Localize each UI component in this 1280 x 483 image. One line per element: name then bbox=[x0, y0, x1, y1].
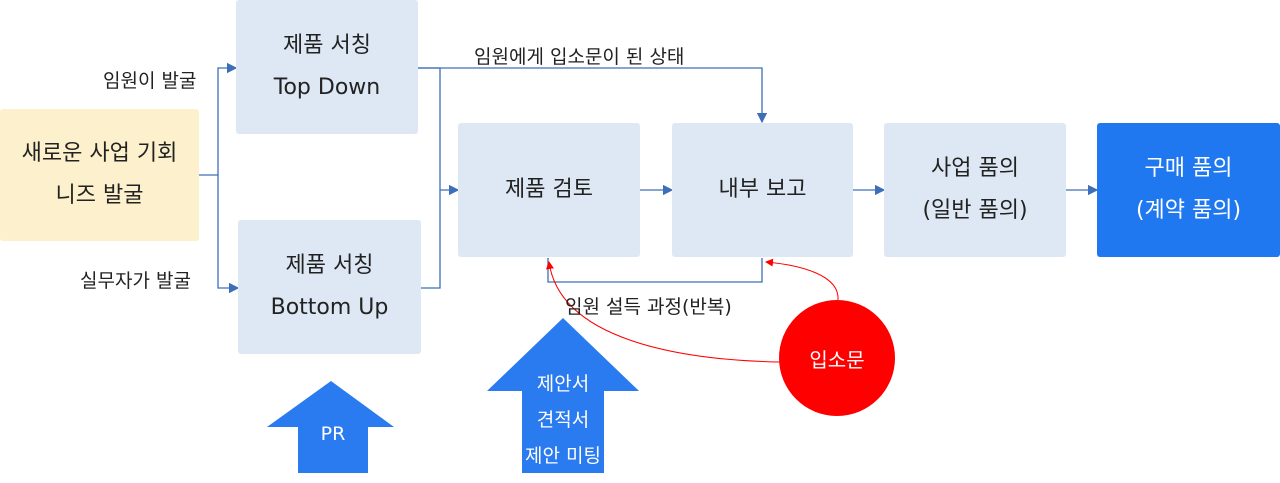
new-opportunity-line2: 니즈 발굴 bbox=[55, 183, 144, 208]
business-approval-line1: 사업 품의 bbox=[931, 156, 1019, 181]
edge-persuasion-loop bbox=[547, 258, 763, 283]
search-top-down-box: 제품 서칭 Top Down bbox=[236, 0, 418, 134]
business-approval-line2: (일반 품의) bbox=[922, 198, 1028, 223]
label-persuasion: 임원 설득 과정(반복) bbox=[565, 296, 732, 318]
sales-doc-proposal: 제안서 bbox=[536, 373, 590, 395]
label-exec-found: 임원이 발굴 bbox=[103, 70, 197, 92]
purchase-approval-line1: 구매 품의 bbox=[1144, 156, 1233, 181]
search-top-down-line2: Top Down bbox=[273, 75, 381, 100]
label-word-of-mouth: 임원에게 입소문이 된 상태 bbox=[474, 46, 685, 68]
purchase-approval-box: 구매 품의 (계약 품의) bbox=[1097, 123, 1280, 257]
purchase-approval-line2: (계약 품의) bbox=[1135, 198, 1242, 223]
new-opportunity-line1: 새로운 사업 기회 bbox=[21, 141, 178, 166]
new-opportunity-box: 새로운 사업 기회 니즈 발굴 bbox=[0, 109, 199, 241]
red-curve-to-report bbox=[765, 258, 839, 301]
pr-arrow-label: PR bbox=[320, 423, 346, 445]
search-bottom-up-line1: 제품 서칭 bbox=[285, 253, 374, 278]
edge-bottom-to-review bbox=[421, 190, 441, 289]
word-of-mouth-circle: 입소문 bbox=[779, 300, 895, 416]
word-of-mouth-circle-label: 입소문 bbox=[809, 347, 865, 372]
sales-docs-arrow-text: 제안서 견적서 제안 미팅 bbox=[510, 366, 616, 474]
search-bottom-up-box: 제품 서칭 Bottom Up bbox=[238, 220, 421, 354]
red-curve-to-review bbox=[546, 261, 781, 363]
product-review-label: 제품 검토 bbox=[505, 177, 593, 202]
sales-doc-meeting: 제안 미팅 bbox=[525, 445, 601, 467]
search-bottom-up-line2: Bottom Up bbox=[270, 295, 389, 320]
internal-report-box: 내부 보고 bbox=[672, 123, 853, 257]
label-staff-found: 실무자가 발굴 bbox=[80, 270, 191, 292]
sales-doc-quote: 견적서 bbox=[536, 409, 590, 431]
edge-top-to-review bbox=[418, 67, 460, 196]
search-top-down-line1: 제품 서칭 bbox=[283, 33, 371, 58]
pr-arrow-shape bbox=[267, 381, 394, 473]
edge-word-of-mouth bbox=[418, 67, 768, 124]
edge-to-bottom-up bbox=[217, 175, 240, 294]
business-approval-box: 사업 품의 (일반 품의) bbox=[884, 123, 1066, 257]
internal-report-label: 내부 보고 bbox=[718, 177, 807, 202]
product-review-box: 제품 검토 bbox=[458, 123, 640, 257]
edge-to-top-down bbox=[199, 62, 238, 176]
sales-arrow-shape bbox=[487, 318, 639, 473]
